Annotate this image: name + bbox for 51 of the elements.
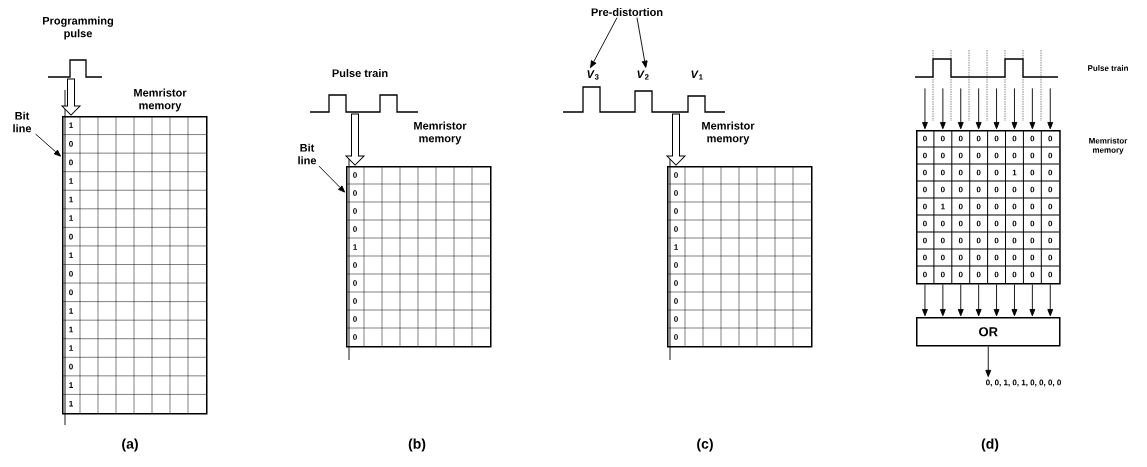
memory-array: 0 0 0 0 1 0 0 0 0 0 — [666, 165, 813, 348]
panel-label: (c) — [697, 438, 713, 452]
output-sequence: 0, 0, 1, 0, 1, 0, 0, 0, 0 — [986, 379, 1061, 387]
annotation-label: Memristor memory — [1089, 137, 1128, 155]
text-label: Pre-distortion — [591, 7, 663, 17]
arrow — [1029, 284, 1036, 317]
annotation-label: Memristor memory — [134, 88, 187, 112]
memory-array: 0 0 0 0 0 0 0 0 0 0 0 0 0 0 0 0 0 0 0 0 0 1 0 0 0 0 0 0 0 0 0 0 0 1 0 0 0 0 0 0 0 0 0 0 0 0 0 0 0 0 0 0 0 0 0 0 0 0 0 0 0 0 0 0 0 0 0 0 0 0 0 0 — [915, 129, 1061, 285]
arrow — [939, 284, 946, 317]
hollow-arrow — [666, 113, 686, 166]
annotation-label: Pulse train — [332, 68, 388, 78]
arrow — [1011, 87, 1018, 130]
annotation-label: Memristor memory — [414, 121, 467, 145]
logic-gate-box: OR — [916, 317, 1061, 347]
arrow — [1047, 284, 1054, 317]
arrow — [1029, 87, 1036, 130]
arrow — [957, 284, 964, 317]
annotation-label: Programming pulse — [43, 16, 113, 40]
memory-array: 1 0 0 1 1 1 0 1 0 0 1 1 1 0 1 1 — [61, 115, 208, 415]
leader-arrow — [318, 165, 346, 193]
pulse-waveform — [47, 59, 103, 78]
arrow — [1047, 87, 1054, 130]
text-label: Bit line — [298, 143, 317, 165]
hollow-arrow — [345, 113, 365, 166]
arrow — [975, 284, 982, 317]
pulse-waveform — [914, 58, 1059, 78]
arrow — [922, 87, 928, 130]
arrow — [939, 87, 946, 130]
text-label: V$_{2}$ — [637, 70, 649, 80]
pulse-waveform — [309, 94, 419, 113]
arrow — [922, 284, 928, 317]
annotation-label: Memristor memory — [702, 121, 755, 145]
leader-arrow — [35, 133, 61, 157]
leader-arrow — [636, 17, 648, 68]
arrow — [993, 284, 1000, 317]
arrow — [975, 87, 982, 130]
panel-label: (b) — [408, 438, 426, 452]
memory-array: 0 0 0 0 1 0 0 0 0 0 — [345, 165, 492, 348]
panel-label: (d) — [981, 438, 999, 452]
hollow-arrow — [61, 78, 81, 116]
leader-arrow — [590, 17, 618, 68]
annotation-label: Pulse train — [1088, 65, 1128, 71]
text-label: V$_{3}$ — [587, 70, 599, 80]
panel-label: (a) — [122, 438, 138, 452]
pulse-waveform — [562, 86, 726, 113]
arrow — [985, 346, 992, 378]
arrow — [993, 87, 1000, 130]
arrow — [957, 87, 964, 130]
text-label: V$_{1}$ — [691, 70, 703, 80]
arrow — [1011, 284, 1018, 317]
text-label: Bit line — [13, 111, 32, 133]
